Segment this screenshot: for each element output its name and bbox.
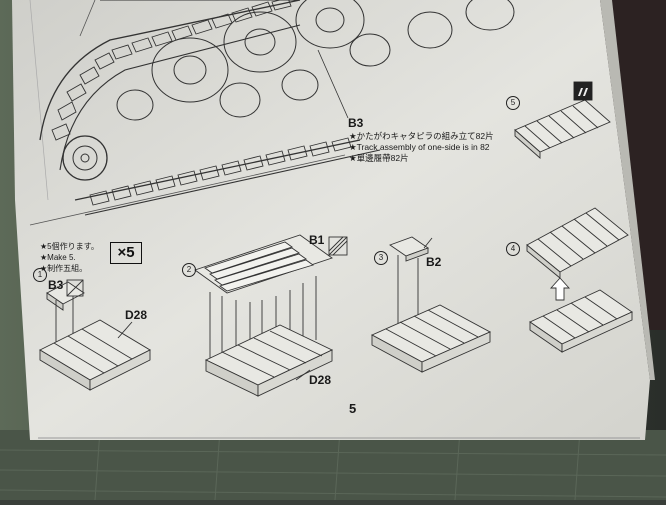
top-callout-line-en: ★Track assembly of one-side is in 82 bbox=[349, 142, 490, 152]
sheet-margin-line bbox=[29, 0, 49, 201]
page-number: 5 bbox=[349, 401, 357, 416]
step2-part-b1: B1 bbox=[309, 233, 325, 247]
step2-illustration bbox=[194, 234, 348, 397]
step4-illustration bbox=[526, 207, 633, 353]
top-callout-line-jp: ★かたがわキャタピラの組み立て82片 bbox=[349, 131, 494, 141]
step-4-number: 4 bbox=[506, 242, 520, 256]
sheet-edge-shadow bbox=[600, 0, 655, 380]
step1-part-d28: D28 bbox=[125, 308, 148, 322]
step1-note-jp: ★5個作ります。 bbox=[40, 242, 99, 251]
cutting-mat-grid bbox=[0, 429, 666, 501]
step1-note-en: ★Make 5. bbox=[40, 253, 76, 262]
cutting-mat-area bbox=[0, 430, 666, 500]
step3-illustration bbox=[370, 236, 492, 373]
step1-illustration bbox=[39, 279, 151, 391]
step-2-number: 2 bbox=[182, 263, 196, 277]
step-5-number: 5 bbox=[506, 96, 520, 110]
step1-note-zh: ★制作五組。 bbox=[40, 264, 88, 273]
step5-illustration bbox=[514, 81, 611, 159]
step1-part-b3: B3 bbox=[48, 278, 64, 292]
step-3-number: 3 bbox=[374, 251, 388, 265]
instruction-sheet bbox=[12, 0, 650, 440]
multiplier-box: ×5 bbox=[110, 242, 142, 264]
top-callout-line-zh: ★單邊履帶82片 bbox=[349, 153, 409, 163]
step2-part-d28: D28 bbox=[309, 373, 332, 387]
track-assembly-illustration bbox=[29, 0, 515, 226]
step-1-number: 1 bbox=[33, 268, 47, 282]
step3-part-b2: B2 bbox=[426, 255, 442, 269]
top-callout-part-label: B3 bbox=[348, 116, 364, 130]
